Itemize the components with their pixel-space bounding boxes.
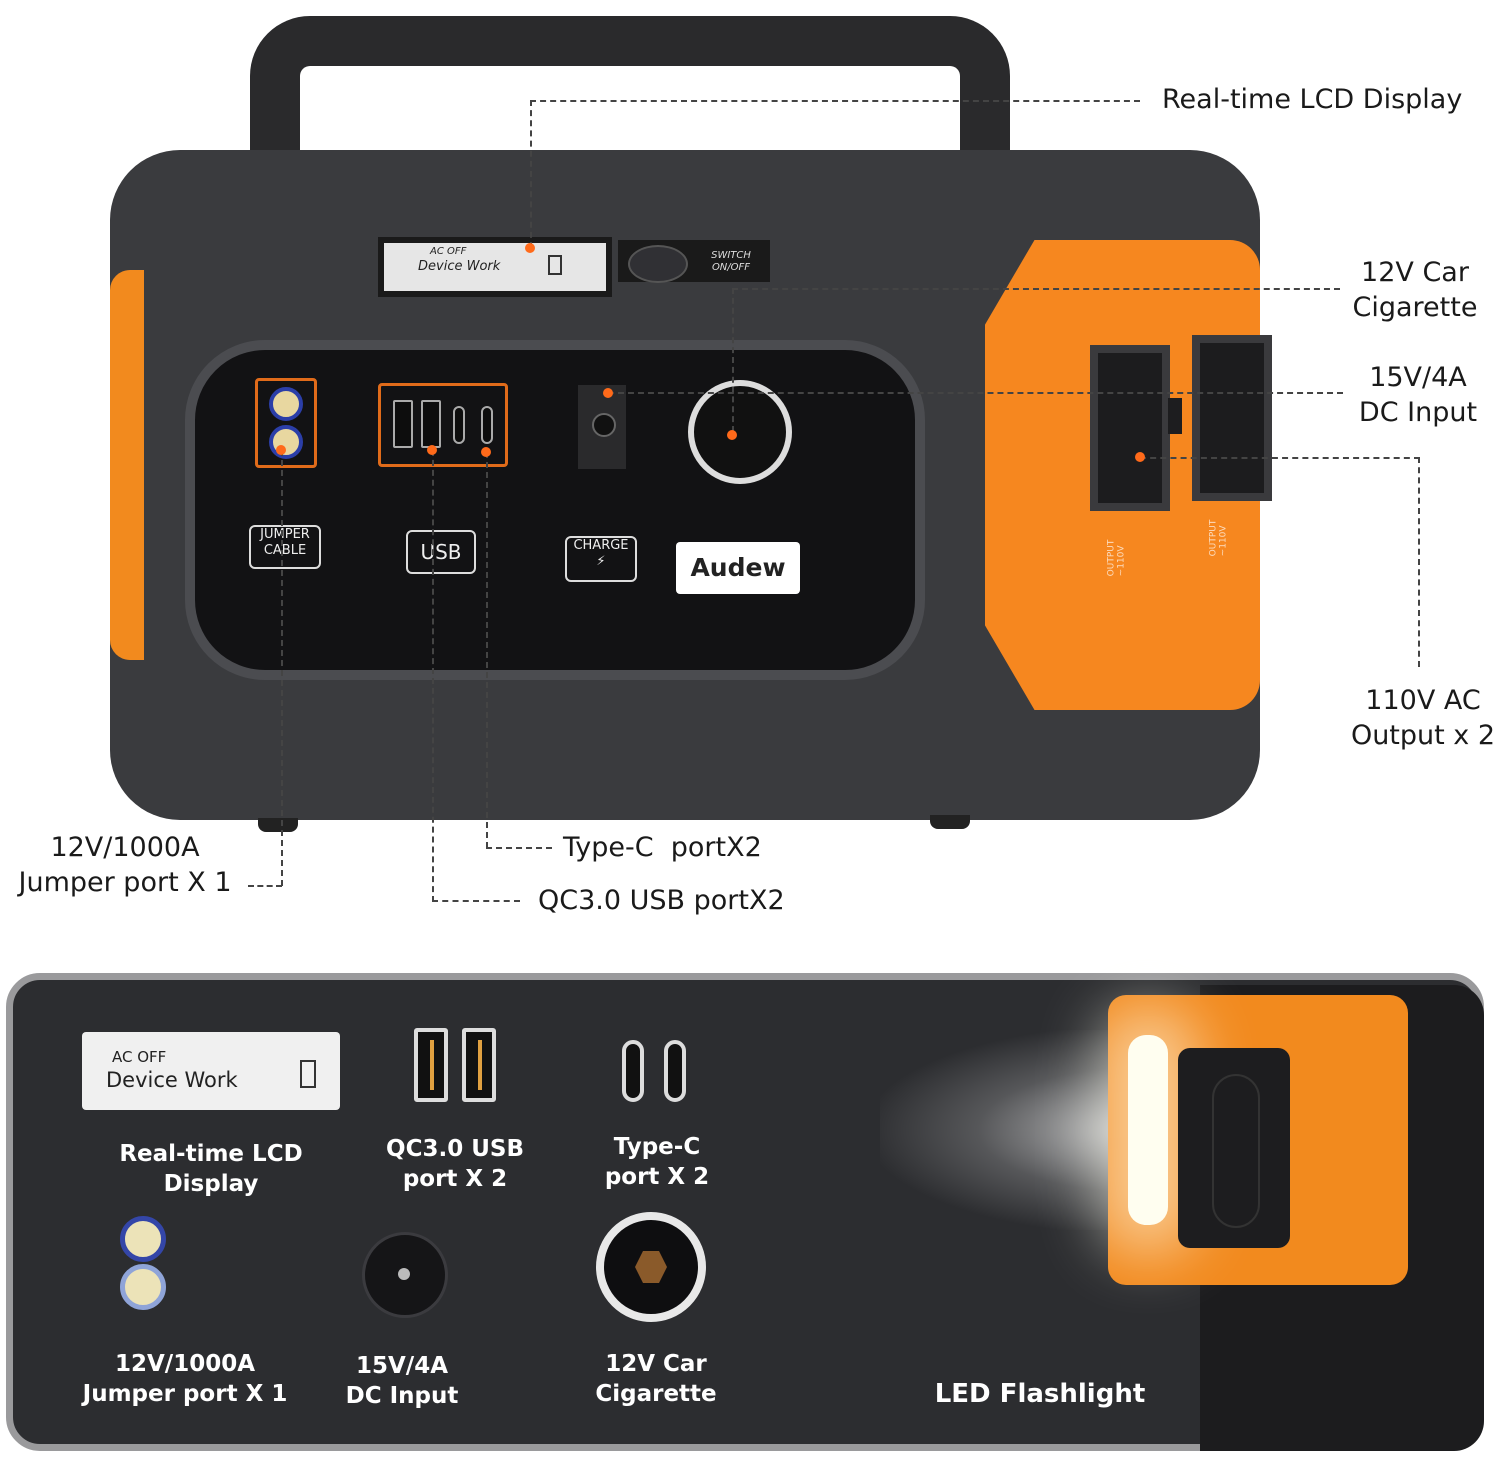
feature-label-car: 12V Car Cigarette xyxy=(595,1351,717,1407)
leader-line-usb xyxy=(432,900,520,902)
leader-line-typec xyxy=(486,452,488,848)
feature-label-dc: 15V/4A DC Input xyxy=(345,1353,459,1409)
usb-c-port[interactable] xyxy=(453,406,465,444)
charge-label-text: CHARGE xyxy=(573,538,629,553)
led-flashlight-lens xyxy=(1128,1035,1168,1225)
leader-dot xyxy=(525,243,535,253)
front-panel xyxy=(185,340,925,680)
usb-c-port[interactable] xyxy=(481,406,493,444)
leader-line-dc xyxy=(608,392,1343,394)
brand-logo: Audew xyxy=(676,542,800,594)
battery-icon xyxy=(300,1060,316,1088)
leader-dot xyxy=(603,388,613,398)
feature-lcd-line-2: Device Work xyxy=(106,1068,238,1092)
jumper-terminal[interactable] xyxy=(269,387,303,421)
battery-icon xyxy=(548,255,562,275)
leader-line-lcd xyxy=(530,100,532,248)
jumper-port-group xyxy=(255,378,317,468)
callout-jumper: 12V/1000A Jumper port X 1 xyxy=(18,832,232,899)
dc-input-icon xyxy=(362,1232,448,1318)
leader-line-car xyxy=(732,288,734,432)
lcd-line-1: AC OFF xyxy=(430,246,467,257)
callout-ac-output: 110V AC Output x 2 xyxy=(1350,685,1496,752)
leader-dot xyxy=(481,447,491,457)
car-cigarette-port[interactable] xyxy=(688,380,792,484)
leader-dot xyxy=(1135,452,1145,462)
flashlight-beam xyxy=(880,1030,1150,1230)
leader-line-typec xyxy=(486,847,552,849)
jumper-terminal-icon xyxy=(120,1216,168,1310)
feature-lcd-display: AC OFF Device Work xyxy=(82,1032,340,1110)
feature-label-jumper: 12V/1000A Jumper port X 1 xyxy=(82,1351,288,1407)
left-orange-side xyxy=(110,270,144,660)
jumper-cable-label: JUMPER CABLE xyxy=(249,525,321,569)
usb-label: USB xyxy=(406,530,476,574)
leader-line-lcd xyxy=(530,100,1140,102)
flashlight-switch[interactable] xyxy=(1178,1048,1290,1248)
charge-label: CHARGE ⚡ xyxy=(565,536,637,582)
leader-line-jumper xyxy=(248,885,282,887)
usb-a-port[interactable] xyxy=(393,400,413,448)
feature-label-typec: Type-C port X 2 xyxy=(604,1134,710,1190)
leader-line-usb xyxy=(432,450,434,902)
callout-dc-input: 15V/4A DC Input xyxy=(1358,362,1478,429)
lightning-icon: ⚡ xyxy=(596,554,606,570)
flashlight-button-icon[interactable] xyxy=(1168,398,1182,434)
callout-car-cigarette: 12V Car Cigarette xyxy=(1352,257,1478,324)
carry-handle xyxy=(250,16,1010,276)
ac-outlet[interactable] xyxy=(1192,335,1272,501)
leader-dot xyxy=(427,445,437,455)
feature-label-flashlight: LED Flashlight xyxy=(934,1379,1146,1409)
usb-a-icon xyxy=(462,1028,496,1102)
car-cigarette-icon xyxy=(596,1212,706,1322)
feature-label-usb: QC3.0 USB port X 2 xyxy=(386,1136,524,1192)
feature-lcd-line-1: AC OFF xyxy=(112,1048,167,1066)
socket-label: OUTPUT ~110V xyxy=(1208,519,1229,557)
dc-input-port[interactable] xyxy=(578,385,626,469)
feature-label-lcd: Real-time LCD Display xyxy=(119,1141,303,1197)
leader-line-ac xyxy=(1140,457,1420,459)
callout-typec: Type-C portX2 xyxy=(563,832,762,863)
usb-c-icon xyxy=(622,1040,644,1102)
leader-line-jumper xyxy=(281,450,283,886)
usb-a-icon xyxy=(414,1028,448,1102)
leader-dot xyxy=(276,445,286,455)
device-lcd-display: AC OFF Device Work xyxy=(378,237,612,297)
lcd-line-2: Device Work xyxy=(418,259,501,274)
ac-outlet[interactable] xyxy=(1090,345,1170,511)
switch-label: SWITCH ON/OFF xyxy=(711,250,751,273)
usb-port-group xyxy=(378,383,508,467)
usb-a-port[interactable] xyxy=(421,400,441,448)
jumper-terminal[interactable] xyxy=(269,425,303,459)
foot xyxy=(258,818,298,832)
callout-usb: QC3.0 USB portX2 xyxy=(538,885,785,916)
usb-c-icon xyxy=(664,1040,686,1102)
power-switch-button[interactable] xyxy=(628,245,688,283)
leader-dot xyxy=(727,430,737,440)
callout-lcd: Real-time LCD Display xyxy=(1162,84,1463,115)
socket-label: OUTPUT ~110V xyxy=(1106,539,1127,577)
leader-line-car xyxy=(732,288,1340,290)
foot xyxy=(930,815,970,829)
leader-line-ac xyxy=(1418,457,1420,667)
